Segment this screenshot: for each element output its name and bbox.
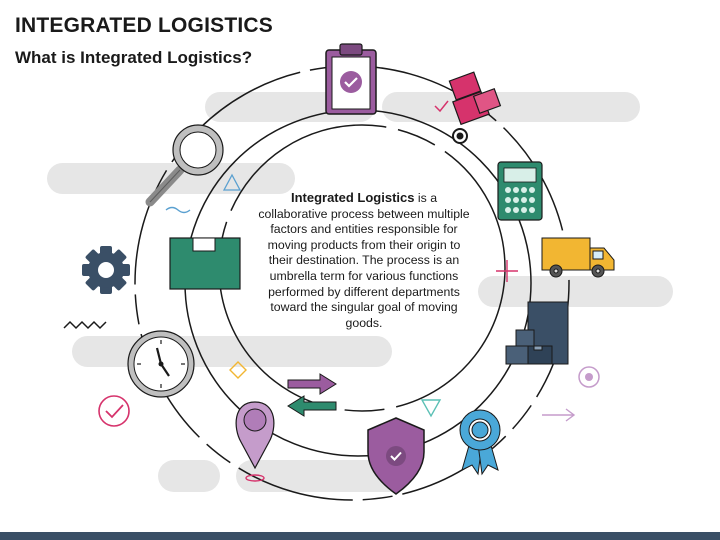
page-subtitle: What is Integrated Logistics? bbox=[15, 48, 253, 67]
shield-check-icon bbox=[367, 417, 425, 495]
delivery-truck-icon bbox=[541, 237, 615, 278]
center-bold-term: Integrated Logistics bbox=[290, 190, 415, 205]
stacked-boxes-icon bbox=[505, 301, 569, 365]
triangle-decor-icon bbox=[420, 399, 442, 418]
clipboard-check-icon bbox=[325, 43, 377, 115]
center-description: Integrated Logistics is a collaborative … bbox=[256, 190, 472, 331]
calculator-icon bbox=[497, 161, 543, 221]
diamond-decor-icon bbox=[229, 361, 247, 379]
award-ribbon-icon bbox=[459, 409, 501, 476]
inner-dashed-orbit bbox=[218, 124, 506, 412]
clock-icon bbox=[127, 330, 195, 398]
green-box-icon bbox=[169, 237, 241, 290]
gear-icon bbox=[82, 246, 130, 294]
wave-decor-icon bbox=[165, 206, 191, 214]
plus-decor-icon bbox=[496, 260, 518, 282]
orbit-node-icon bbox=[452, 128, 468, 144]
page-title: INTEGRATED LOGISTICS bbox=[15, 14, 273, 37]
arrow-decor-icon bbox=[542, 408, 576, 422]
background-bands bbox=[47, 92, 673, 492]
boxes-icon bbox=[434, 71, 502, 126]
zigzag-decor-icon bbox=[63, 320, 107, 330]
target-decor-icon bbox=[578, 366, 600, 388]
check-circle-decor-icon bbox=[98, 395, 130, 427]
triangle-outline-decor-icon bbox=[222, 173, 242, 191]
center-description-text: is a collaborative process between multi… bbox=[258, 191, 470, 330]
exchange-arrows-icon bbox=[287, 373, 337, 417]
magnifier-icon bbox=[145, 124, 224, 207]
bottom-bar bbox=[0, 532, 720, 540]
location-pin-icon bbox=[235, 401, 275, 482]
